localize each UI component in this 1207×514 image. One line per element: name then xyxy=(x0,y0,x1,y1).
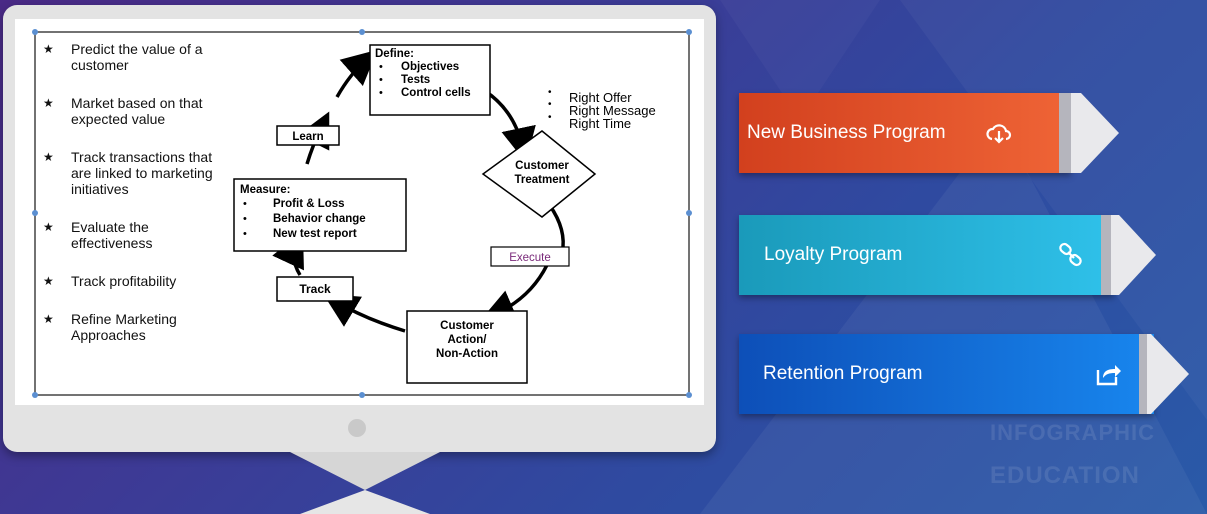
svg-text:•: • xyxy=(548,87,552,98)
star-icon: ★ xyxy=(43,96,54,110)
monitor-screen: Define: • Objectives • Tests • Control cell… xyxy=(15,19,704,405)
define-item: Tests xyxy=(401,74,430,86)
share-icon xyxy=(1096,365,1121,386)
power-button xyxy=(348,419,366,437)
learn-box xyxy=(276,125,340,146)
measure-title: Measure: xyxy=(240,184,291,196)
monitor-base xyxy=(300,490,430,514)
star-icon: ★ xyxy=(43,312,54,326)
customer-action-label: Non-Action xyxy=(436,348,498,360)
measure-item: Behavior change xyxy=(273,213,366,225)
right-item: Right Offer xyxy=(569,90,632,105)
measure-item: Profit & Loss xyxy=(273,198,345,210)
left-bullet-list: ★Predict the value of a customer ★Market… xyxy=(43,41,233,343)
svg-text:•: • xyxy=(243,198,247,210)
bullet-item: ★Refine Marketing Approaches xyxy=(43,311,177,343)
customer-action-label: Customer xyxy=(440,320,494,332)
customer-action-box xyxy=(406,310,528,384)
bullet-item: ★Track transactions that are linked to m… xyxy=(43,149,213,197)
program-label: Loyalty Program xyxy=(764,244,903,265)
svg-text:•: • xyxy=(243,228,247,240)
track-label: Track xyxy=(299,282,331,296)
customer-treatment-diamond xyxy=(481,130,597,218)
define-box xyxy=(369,44,491,116)
svg-text:•: • xyxy=(548,112,552,123)
star-icon: ★ xyxy=(43,42,54,56)
banner-arrow-cap xyxy=(1101,215,1156,295)
svg-text:•: • xyxy=(243,213,247,225)
define-item: Control cells xyxy=(401,87,471,99)
selection-handles xyxy=(32,29,692,398)
svg-text:•: • xyxy=(548,99,552,110)
star-icon: ★ xyxy=(43,274,54,288)
loyalty-program-banner[interactable]: Loyalty Program xyxy=(739,215,1156,295)
define-title: Define: xyxy=(375,48,414,60)
svg-text:•: • xyxy=(379,61,383,73)
svg-text:•: • xyxy=(379,87,383,99)
banner-arrow-cap xyxy=(1139,334,1189,414)
watermark: INFOGRAPHIC xyxy=(990,420,1155,445)
execute-label: Execute xyxy=(509,252,551,264)
watermark: EDUCATION xyxy=(990,462,1140,489)
marketing-cycle-diagram: Define: • Objectives • Tests • Control cell… xyxy=(32,29,692,398)
program-label: Retention Program xyxy=(763,363,923,384)
measure-item: New test report xyxy=(273,228,357,240)
link-icon xyxy=(1059,242,1082,267)
execute-box xyxy=(490,246,570,267)
customer-treatment-label: Customer xyxy=(515,160,569,172)
new-business-program-banner[interactable]: New Business Program xyxy=(739,93,1119,173)
bullet-item: ★Market based on that expected value xyxy=(43,95,203,127)
bullet-item: ★Predict the value of a customer xyxy=(43,41,203,73)
svg-text:•: • xyxy=(379,74,383,86)
measure-box xyxy=(233,178,407,252)
define-item: Objectives xyxy=(401,61,459,73)
banner-arrow-cap xyxy=(1059,93,1119,173)
monitor-stand xyxy=(290,452,440,490)
star-icon: ★ xyxy=(43,150,54,164)
bullet-item: ★Evaluate the effectiveness xyxy=(43,219,153,251)
track-box xyxy=(276,276,354,302)
monitor: Define: • Objectives • Tests • Control cell… xyxy=(3,5,716,452)
right-item: Right Time xyxy=(569,116,631,131)
star-icon: ★ xyxy=(43,220,54,234)
bullet-item: ★Track profitability xyxy=(43,273,177,289)
customer-action-label: Action/ xyxy=(448,334,488,346)
learn-label: Learn xyxy=(292,131,323,143)
cloud-download-icon xyxy=(986,124,1012,144)
program-label: New Business Program xyxy=(747,122,946,143)
right-item: Right Message xyxy=(569,103,656,118)
customer-treatment-label: Treatment xyxy=(515,174,570,186)
retention-program-banner[interactable]: Retention Program xyxy=(739,334,1189,414)
